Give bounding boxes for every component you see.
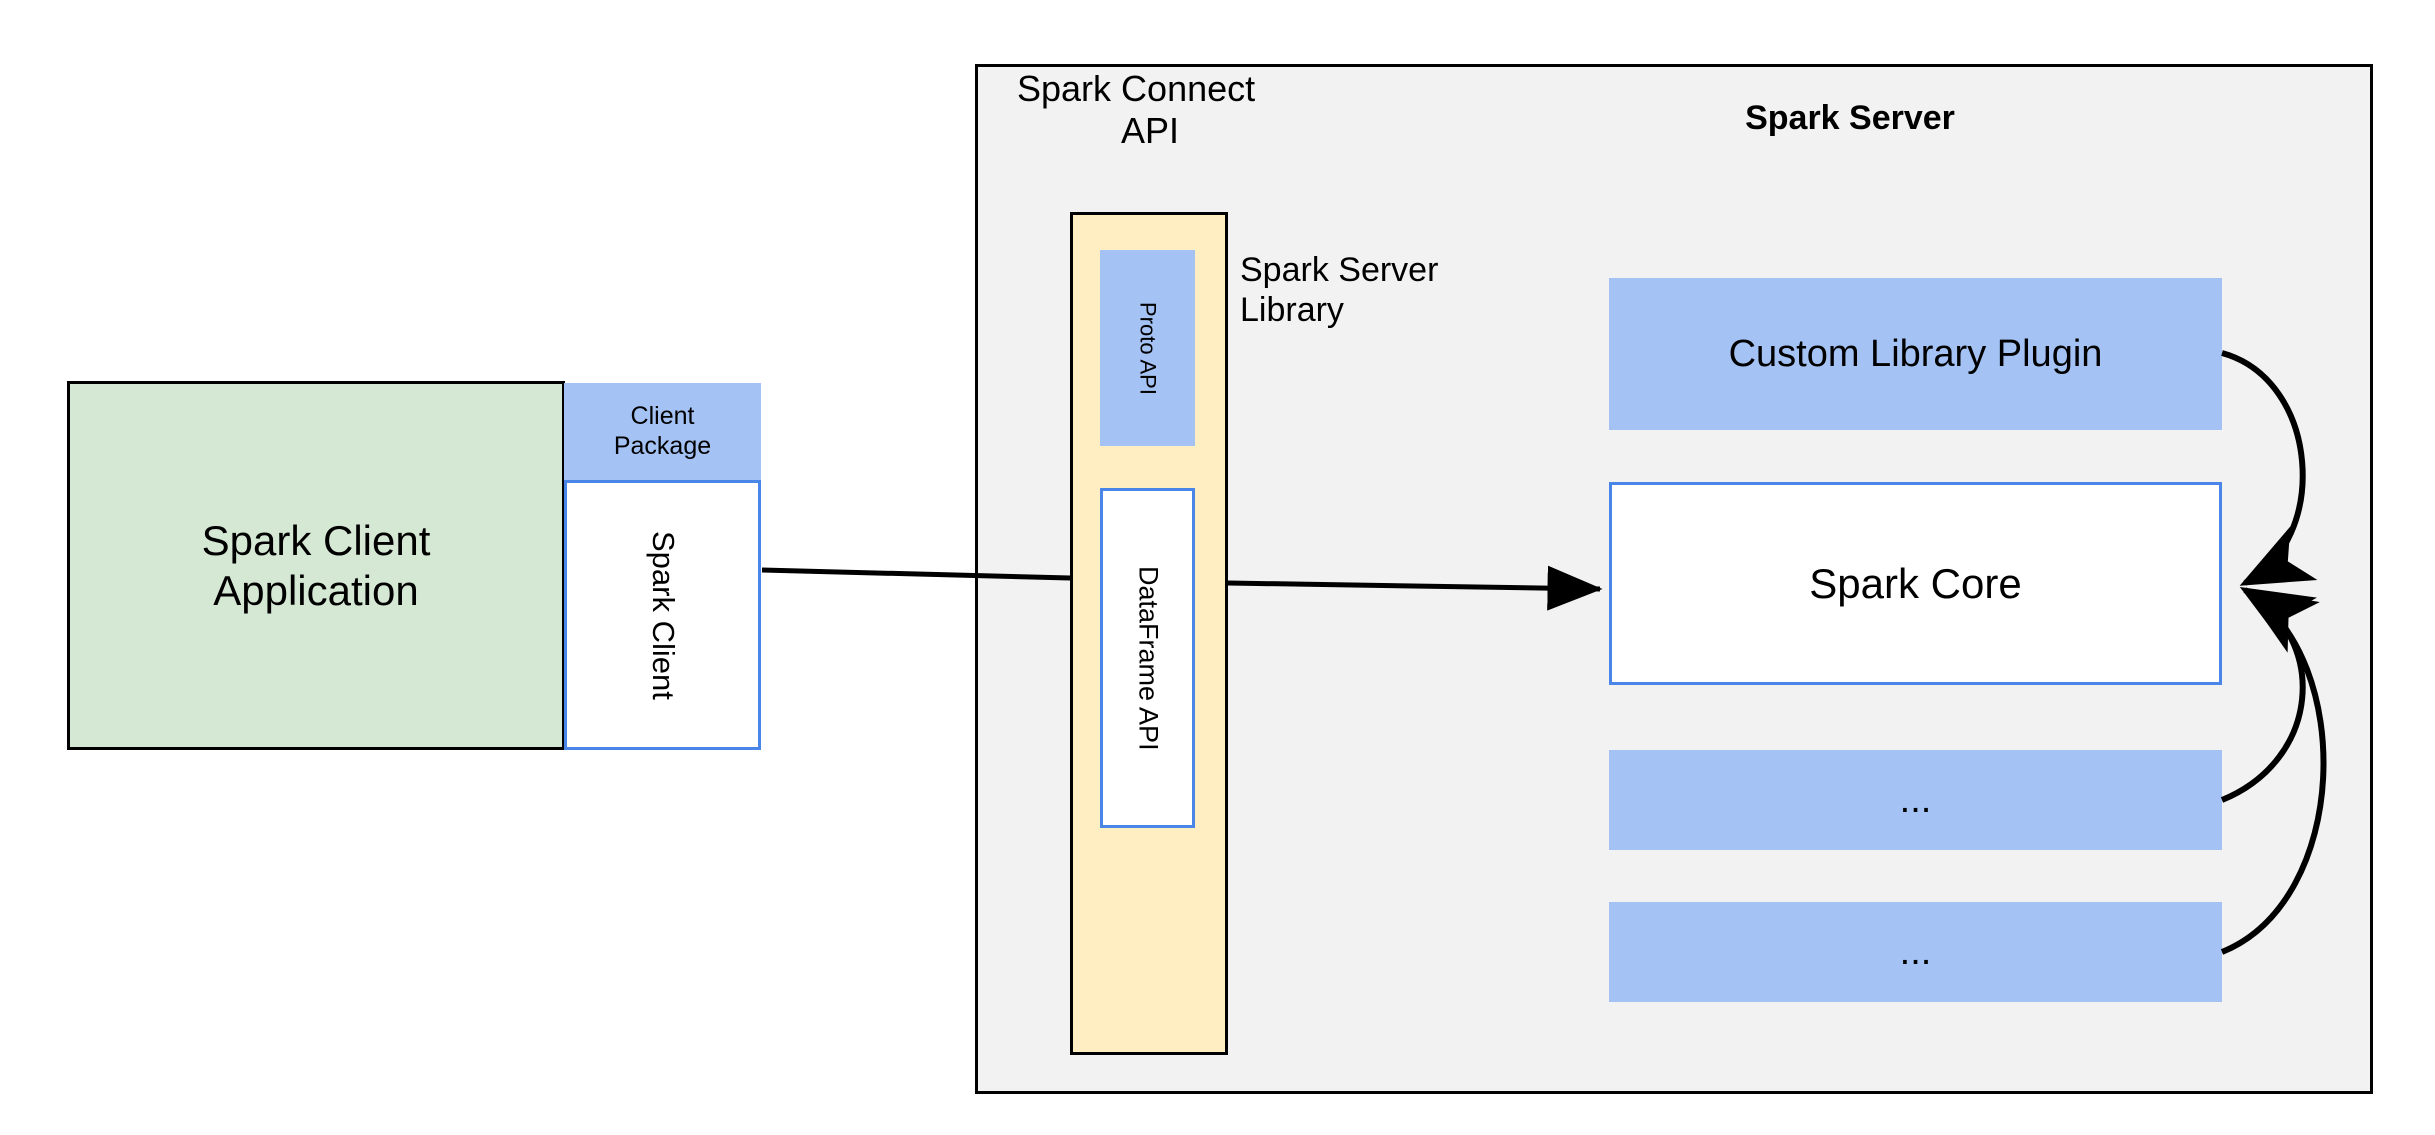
spark-client-application-box[interactable]: Spark Client Application <box>67 381 565 750</box>
ellipsis-label-2: ... <box>1899 930 1932 973</box>
ellipsis-box-1[interactable]: ... <box>1609 750 2222 850</box>
spark-server-library-label: Spark Server Library <box>1240 251 1439 330</box>
proto-api-box[interactable]: Proto API <box>1100 250 1195 446</box>
spark-core-label: Spark Core <box>1809 559 2022 607</box>
spark-server-title: Spark Server <box>1745 98 1955 137</box>
dataframe-api-box[interactable]: DataFrame API <box>1100 488 1195 828</box>
custom-library-plugin-label: Custom Library Plugin <box>1728 332 2103 375</box>
spark-client-box[interactable]: Spark Client <box>564 480 761 750</box>
ellipsis-label-1: ... <box>1899 778 1932 821</box>
spark-connect-api-label: Spark Connect API <box>1017 68 1256 152</box>
spark-client-application-label: Spark Client Application <box>201 516 431 614</box>
ellipsis-box-2[interactable]: ... <box>1609 902 2222 1002</box>
spark-core-box[interactable]: Spark Core <box>1609 482 2222 685</box>
proto-api-label: Proto API <box>1135 301 1161 395</box>
custom-library-plugin-box[interactable]: Custom Library Plugin <box>1609 278 2222 430</box>
client-package-label: Client Package <box>613 402 712 460</box>
spark-client-label: Spark Client <box>645 530 681 700</box>
client-package-box[interactable]: Client Package <box>564 383 761 480</box>
dataframe-api-label: DataFrame API <box>1133 565 1164 751</box>
